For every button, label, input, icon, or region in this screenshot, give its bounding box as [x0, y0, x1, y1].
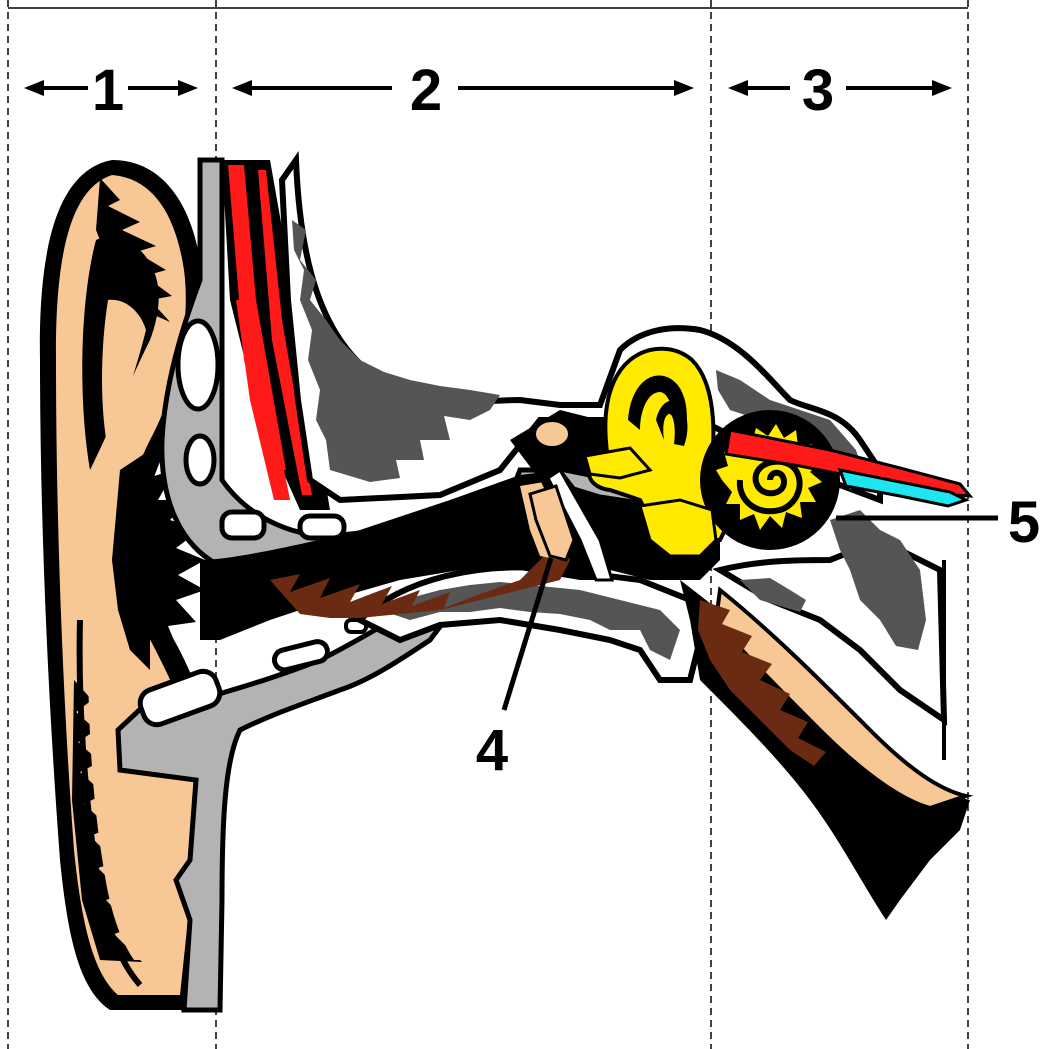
arrowhead-left-icon — [232, 80, 252, 96]
bone-cavity — [222, 512, 264, 538]
section-label-inner: 3 — [802, 58, 834, 123]
bone-cavity — [300, 516, 344, 538]
section-range-1: 1 — [24, 58, 198, 123]
section-range-2: 2 — [232, 58, 694, 123]
callout-label-4: 4 — [476, 718, 508, 783]
callout-label-5: 5 — [1008, 490, 1040, 555]
arrowhead-right-icon — [932, 80, 952, 96]
section-range-3: 3 — [728, 58, 952, 123]
arrowhead-right-icon — [674, 80, 694, 96]
arrowhead-right-icon — [178, 80, 198, 96]
bone-cavity — [178, 321, 218, 409]
bone-cavity — [186, 436, 214, 484]
malleus-head — [534, 420, 570, 448]
section-label-middle: 2 — [410, 58, 442, 123]
arrowhead-left-icon — [24, 80, 44, 96]
section-label-outer: 1 — [92, 58, 124, 123]
arrowhead-left-icon — [728, 80, 748, 96]
